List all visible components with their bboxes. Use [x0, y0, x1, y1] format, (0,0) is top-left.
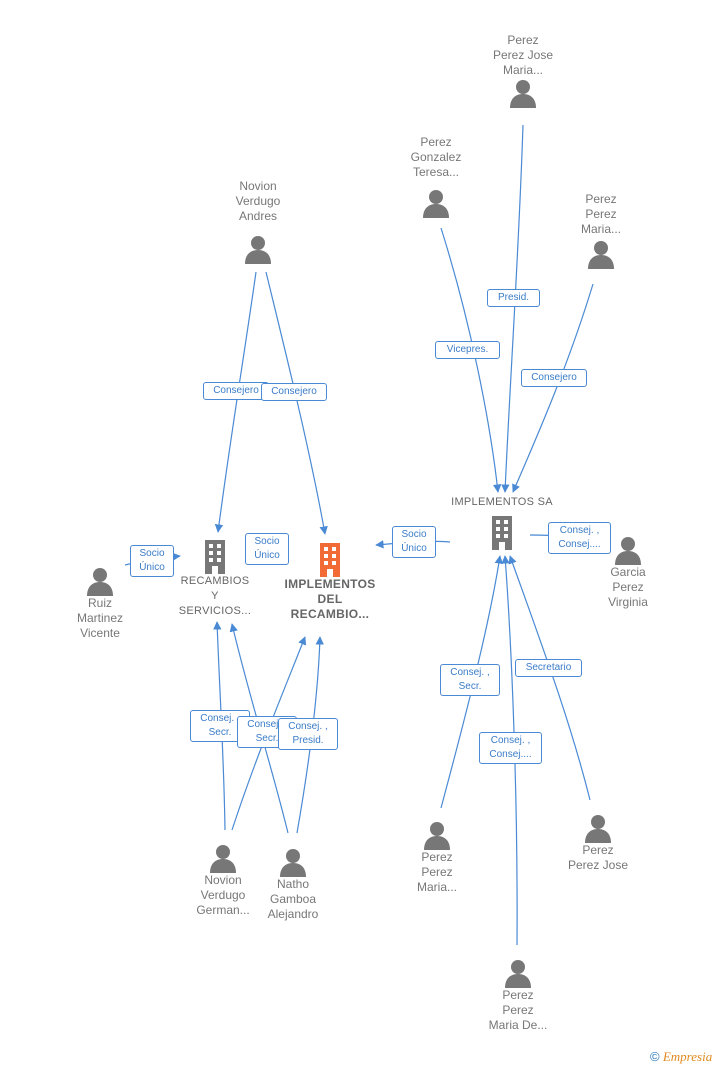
person-icon: [210, 845, 236, 873]
company-recambios[interactable]: RECAMBIOS Y SERVICIOS...: [165, 540, 265, 619]
person-label: Ruiz Martinez Vicente: [76, 596, 123, 640]
relation-consej-consej-bottom[interactable]: Consej. , Consej....: [479, 732, 542, 764]
relation-consej-presid[interactable]: Consej. , Presid.: [278, 718, 338, 750]
company-label: RECAMBIOS Y SERVICIOS...: [178, 575, 252, 617]
person-icon: [615, 537, 641, 565]
company-label: IMPLEMENTOS DEL RECAMBIO...: [284, 577, 376, 621]
relation-socio-unico-mid[interactable]: Socio Único: [245, 533, 289, 565]
person-icon: [585, 815, 611, 843]
person-icon: [423, 190, 449, 218]
relation-consejero-left2[interactable]: Consejero: [261, 383, 327, 401]
person-ruiz-martinez-vicente[interactable]: Ruiz Martinez Vicente: [60, 566, 140, 641]
person-icon: [424, 822, 450, 850]
relation-socio-unico-left[interactable]: Socio Único: [130, 545, 174, 577]
relation-consej-consej-garcia[interactable]: Consej. , Consej....: [548, 522, 611, 554]
relation-presid[interactable]: Presid.: [487, 289, 540, 307]
building-icon: [205, 540, 225, 574]
edge-consejero-right: [512, 283, 594, 493]
person-perez-perez-maria-top[interactable]: Perez Perez Maria...: [561, 192, 641, 269]
person-icon: [505, 960, 531, 988]
person-label: Perez Gonzalez Teresa...: [410, 135, 462, 179]
person-natho-gamboa-alejandro[interactable]: Natho Gamboa Alejandro: [253, 847, 333, 922]
relation-consejero-right[interactable]: Consejero: [521, 369, 587, 387]
empresia-logo[interactable]: © Empresia: [650, 1049, 712, 1065]
edge-presid: [501, 124, 524, 493]
edge-consejero-left2: [265, 271, 328, 535]
person-icon: [510, 80, 536, 108]
relation-socio-unico-right[interactable]: Socio Único: [392, 526, 436, 558]
person-perez-perez-maria-de[interactable]: Perez Perez Maria De...: [478, 958, 558, 1033]
edge-secretario: [508, 555, 591, 801]
person-icon: [245, 236, 271, 264]
company-implementos-del-recambio[interactable]: IMPLEMENTOS DEL RECAMBIO...: [275, 543, 385, 622]
person-label: Novion Verdugo German...: [196, 873, 250, 917]
person-novion-verdugo-german[interactable]: Novion Verdugo German...: [183, 843, 263, 918]
person-perez-perez-maria-bottom[interactable]: Perez Perez Maria...: [397, 820, 477, 895]
person-icon: [87, 568, 113, 596]
building-icon-focus: [320, 543, 340, 577]
brand-name: Empresia: [662, 1049, 713, 1064]
person-label: Novion Verdugo Andres: [235, 179, 281, 223]
edge-consejero-left1: [214, 271, 257, 533]
person-label: Perez Perez Maria...: [580, 192, 621, 236]
person-label: Perez Perez Maria De...: [488, 988, 548, 1032]
person-perez-perez-jose[interactable]: Perez Perez Jose: [555, 813, 641, 873]
person-perez-jose-maria[interactable]: Perez Perez Jose Maria...: [483, 33, 563, 108]
building-icon: [492, 516, 512, 550]
person-label: Perez Perez Maria...: [416, 850, 457, 894]
copyright-symbol: ©: [650, 1049, 660, 1064]
edge-vicepres: [440, 227, 502, 493]
person-perez-gonzalez-teresa[interactable]: Perez Gonzalez Teresa...: [396, 135, 476, 218]
person-label: Garcia Perez Virginia: [608, 565, 648, 609]
company-implementos-sa[interactable]: IMPLEMENTOS SA: [442, 495, 562, 550]
edge-consej-consej-bottom: [501, 555, 518, 946]
person-novion-verdugo-andres[interactable]: Novion Verdugo Andres: [218, 179, 298, 264]
relation-vicepres[interactable]: Vicepres.: [435, 341, 500, 359]
relation-consej-secr-right[interactable]: Consej. , Secr.: [440, 664, 500, 696]
company-label: IMPLEMENTOS SA: [451, 496, 553, 508]
person-garcia-perez-virginia[interactable]: Garcia Perez Virginia: [588, 535, 668, 610]
relation-secretario[interactable]: Secretario: [515, 659, 582, 677]
relation-consejero-left1[interactable]: Consejero: [203, 382, 269, 400]
person-label: Natho Gamboa Alejandro: [267, 877, 319, 921]
person-icon: [588, 241, 614, 269]
person-label: Perez Perez Jose Maria...: [492, 33, 554, 77]
person-icon: [280, 849, 306, 877]
person-label: Perez Perez Jose: [567, 843, 629, 872]
